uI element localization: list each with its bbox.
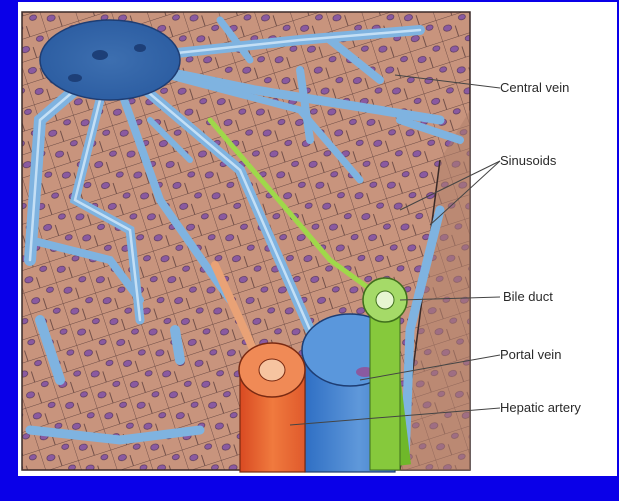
label-sinusoids: Sinusoids [500,153,557,168]
label-central-vein: Central vein [500,80,569,95]
bile-duct [363,278,407,470]
label-portal-vein: Portal vein [500,347,561,362]
label-hepatic-artery: Hepatic artery [500,400,581,415]
label-bile-duct: Bile duct [503,289,553,304]
central-vein [40,20,180,100]
